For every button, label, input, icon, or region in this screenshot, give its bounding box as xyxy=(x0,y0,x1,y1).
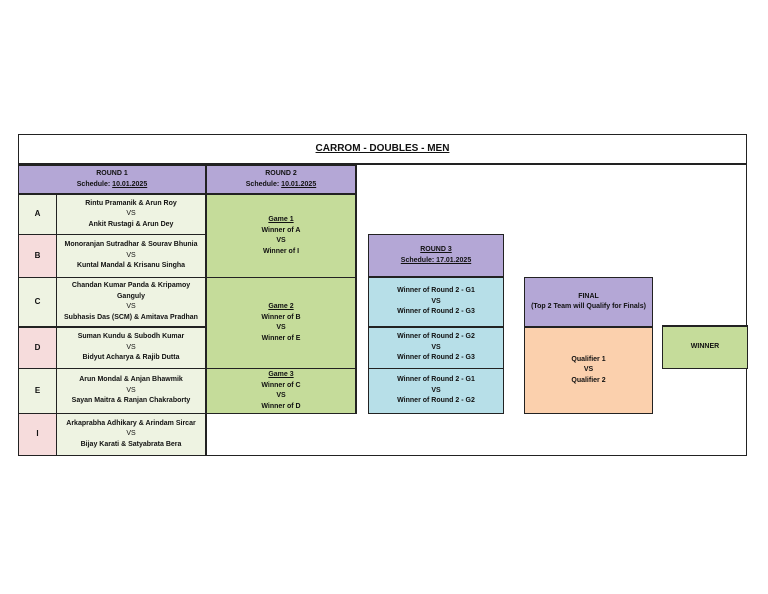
round1-schedule-date: 10.01.2025 xyxy=(112,180,148,188)
vs-label: VS xyxy=(126,303,136,310)
group-label-d: D xyxy=(18,326,57,369)
group-label-i: I xyxy=(18,413,57,456)
final-line1: Qualifier 1 xyxy=(571,355,606,363)
final-match: Qualifier 1 VS Qualifier 2 xyxy=(524,326,653,414)
match-line2: Winner of Round 2 - G2 xyxy=(397,397,475,405)
group-label-b: B xyxy=(18,234,57,278)
round1-match-c: Chandan Kumar Panda & Kripamoy Ganguly V… xyxy=(56,277,207,327)
vs-label: VS xyxy=(126,251,136,259)
round2-schedule-date: 10.01.2025 xyxy=(281,180,317,188)
round1-match-e: Arun Mondal & Anjan Bhawmik VS Sayan Mai… xyxy=(56,368,207,414)
game-line1: Winner of B xyxy=(261,313,301,321)
team1: Arun Mondal & Anjan Bhawmik xyxy=(79,376,183,384)
round1-match-d: Suman Kundu & Subodh Kumar VS Bidyut Ach… xyxy=(56,326,207,369)
vs-label: VS xyxy=(583,366,594,374)
team2: Bidyut Acharya & Rajib Dutta xyxy=(82,354,180,362)
vs-label: VS xyxy=(126,343,136,351)
vs-label: VS xyxy=(276,324,286,331)
team2: Bijay Karati & Satyabrata Bera xyxy=(80,440,182,448)
round2-game-3: Game 3 Winner of C VS Winner of D xyxy=(206,368,357,414)
round1-match-i: Arkaprabha Adhikary & Arindam Sircar VS … xyxy=(56,413,207,456)
team2: Kuntal Mandal & Krisanu Singha xyxy=(76,262,186,270)
team2: Ankit Rustagi & Arun Dey xyxy=(88,220,174,228)
match-line2: Winner of Round 2 - G3 xyxy=(397,308,475,316)
round2-game-2: Game 2 Winner of B VS Winner of E xyxy=(206,277,357,369)
round3-match-1: Winner of Round 2 - G1 VS Winner of Roun… xyxy=(368,277,504,327)
round3-schedule: Schedule: 17.01.2025 xyxy=(400,256,472,264)
round2-schedule: Schedule: 10.01.2025 xyxy=(245,180,317,188)
round1-schedule: Schedule: 10.01.2025 xyxy=(76,180,148,188)
vs-label: VS xyxy=(431,386,441,394)
final-line2: Qualifier 2 xyxy=(571,376,606,384)
match-line1: Winner of Round 2 - G1 xyxy=(397,376,475,384)
game-name: Game 2 xyxy=(268,303,294,310)
vs-label: VS xyxy=(126,430,136,438)
team2: Sayan Maitra & Ranjan Chakraborty xyxy=(71,397,191,405)
round1-match-a: Rintu Pramanik & Arun Roy VS Ankit Rusta… xyxy=(56,194,207,235)
game-name: Game 3 xyxy=(268,371,294,378)
vs-label: VS xyxy=(431,297,441,305)
round2-header: ROUND 2 Schedule: 10.01.2025 xyxy=(206,165,357,195)
group-label-c: C xyxy=(18,277,57,327)
group-label-a: A xyxy=(18,194,57,235)
winner-cell: WINNER xyxy=(662,325,748,369)
round1-title: ROUND 1 xyxy=(96,170,128,177)
round1-match-b: Monoranjan Sutradhar & Sourav Bhunia VS … xyxy=(56,234,207,278)
match-line1: Winner of Round 2 - G2 xyxy=(397,333,475,341)
round3-title: ROUND 3 xyxy=(420,246,452,253)
vs-label: VS xyxy=(431,343,441,351)
final-header: FINAL (Top 2 Team will Qualify for Final… xyxy=(524,277,653,327)
game-line1: Winner of A xyxy=(261,226,301,234)
page-title: CARROM - DOUBLES - MEN xyxy=(18,134,747,165)
team1: Suman Kundu & Subodh Kumar xyxy=(77,333,185,341)
round3-match-3: Winner of Round 2 - G1 VS Winner of Roun… xyxy=(368,368,504,414)
game-line2: Winner of I xyxy=(262,247,300,255)
game-line2: Winner of D xyxy=(261,402,301,410)
team1: Arkaprabha Adhikary & Arindam Sircar xyxy=(66,419,196,427)
team1: Rintu Pramanik & Arun Roy xyxy=(85,199,177,207)
final-subtitle: (Top 2 Team will Qualify for Finals) xyxy=(531,303,646,310)
final-title: FINAL xyxy=(578,292,599,300)
team1: Monoranjan Sutradhar & Sourav Bhunia xyxy=(64,241,198,249)
game-line1: Winner of C xyxy=(261,381,301,389)
match-line1: Winner of Round 2 - G1 xyxy=(397,287,475,295)
round3-match-2: Winner of Round 2 - G2 VS Winner of Roun… xyxy=(368,326,504,369)
vs-label: VS xyxy=(276,237,286,244)
game-line2: Winner of E xyxy=(261,334,301,342)
round1-header: ROUND 1 Schedule: 10.01.2025 xyxy=(18,165,207,195)
group-label-e: E xyxy=(18,368,57,414)
round2-title: ROUND 2 xyxy=(265,170,297,177)
game-name: Game 1 xyxy=(268,216,294,223)
team1: Chandan Kumar Panda & Kripamoy Ganguly xyxy=(71,282,191,300)
vs-label: VS xyxy=(276,392,286,399)
vs-label: VS xyxy=(126,386,136,394)
round3-header: ROUND 3 Schedule: 17.01.2025 xyxy=(368,234,504,278)
vs-label: VS xyxy=(126,210,136,218)
round2-game-1: Game 1 Winner of A VS Winner of I xyxy=(206,194,357,278)
team2: Subhasis Das (SCM) & Amitava Pradhan xyxy=(64,313,198,321)
match-line2: Winner of Round 2 - G3 xyxy=(397,354,475,362)
